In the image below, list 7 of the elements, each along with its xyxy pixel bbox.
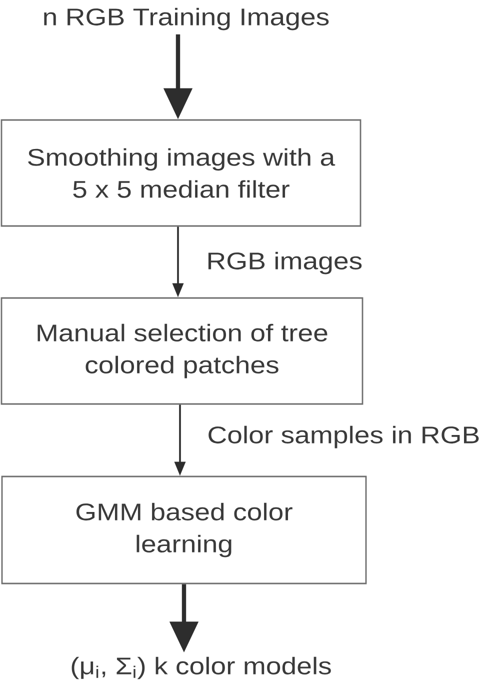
process-box: Manual selection of tree colored patches [0, 297, 364, 405]
output-label: (μ$_{i}$, Σ$_{i}$) k color models [72, 656, 331, 680]
edge-label: RGB images [205, 250, 364, 276]
input-label: n RGB Training Images [44, 8, 329, 30]
edge-label: Color samples in RGB [206, 424, 482, 450]
process-box: Smoothing images with a 5 x 5 median filter [0, 119, 362, 227]
process-box: GMM based color learning [1, 476, 367, 584]
